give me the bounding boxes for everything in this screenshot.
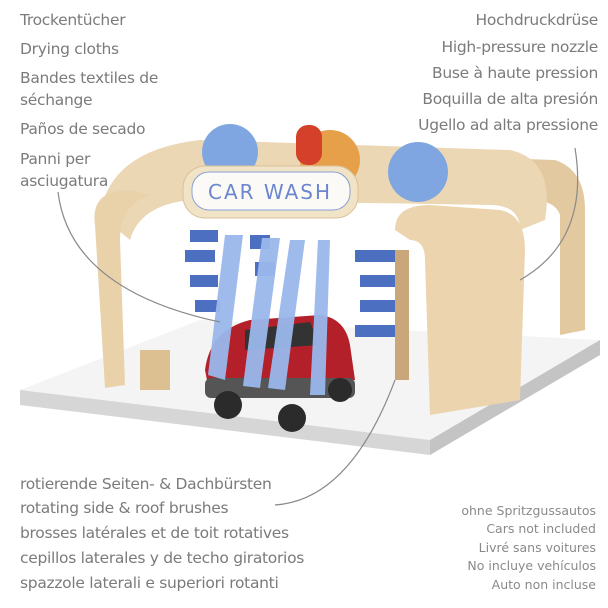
note-cars-fr: Livré sans voitures	[478, 540, 596, 555]
label-drying-fr-2: séchange	[20, 91, 93, 109]
label-brushes-es: cepillos laterales y de techo giratorios	[20, 549, 305, 567]
base-plate-edge	[20, 390, 430, 455]
note-cars-de: ohne Spritzgussautos	[461, 503, 596, 518]
label-brushes-de: rotierende Seiten- & Dachbürsten	[20, 475, 272, 493]
callout-line-nozzle	[519, 147, 579, 281]
nozzle	[296, 125, 322, 165]
wood-leg-left	[94, 190, 150, 388]
label-drying-it-1: Panni per	[20, 150, 91, 168]
label-nozzle-fr: Buse à haute pression	[432, 64, 598, 82]
callout-line-cloths	[57, 191, 221, 323]
label-nozzle-de: Hochdruckdrüse	[475, 11, 599, 29]
drying-cloths	[208, 235, 330, 395]
wood-leg-right	[395, 205, 525, 415]
label-nozzle-es: Boquilla de alta presión	[422, 90, 598, 108]
label-drying-fr-1: Bandes textiles de	[20, 69, 159, 87]
label-nozzle-en: High-pressure nozzle	[441, 38, 598, 56]
label-nozzle-it: Ugello ad alta pressione	[418, 116, 598, 134]
note-cars-en: Cars not included	[486, 521, 596, 536]
sign-text: CAR WASH	[208, 180, 332, 204]
note-cars-it: Auto non incluse	[491, 577, 596, 592]
label-drying-es: Paños de secado	[20, 120, 146, 138]
label-drying-de: Trockentücher	[20, 11, 126, 29]
note-cars-es: No incluye vehículos	[467, 558, 596, 573]
label-drying-it-2: asciugatura	[20, 172, 109, 190]
gear-blue-right	[388, 142, 448, 202]
label-brushes-it: spazzole laterali e superiori rotanti	[20, 574, 279, 592]
callout-line-brushes	[274, 379, 396, 506]
label-drying-en: Drying cloths	[20, 40, 119, 58]
label-brushes-en: rotating side & roof brushes	[20, 499, 229, 517]
label-brushes-fr: brosses latérales et de toit rotatives	[20, 524, 289, 542]
